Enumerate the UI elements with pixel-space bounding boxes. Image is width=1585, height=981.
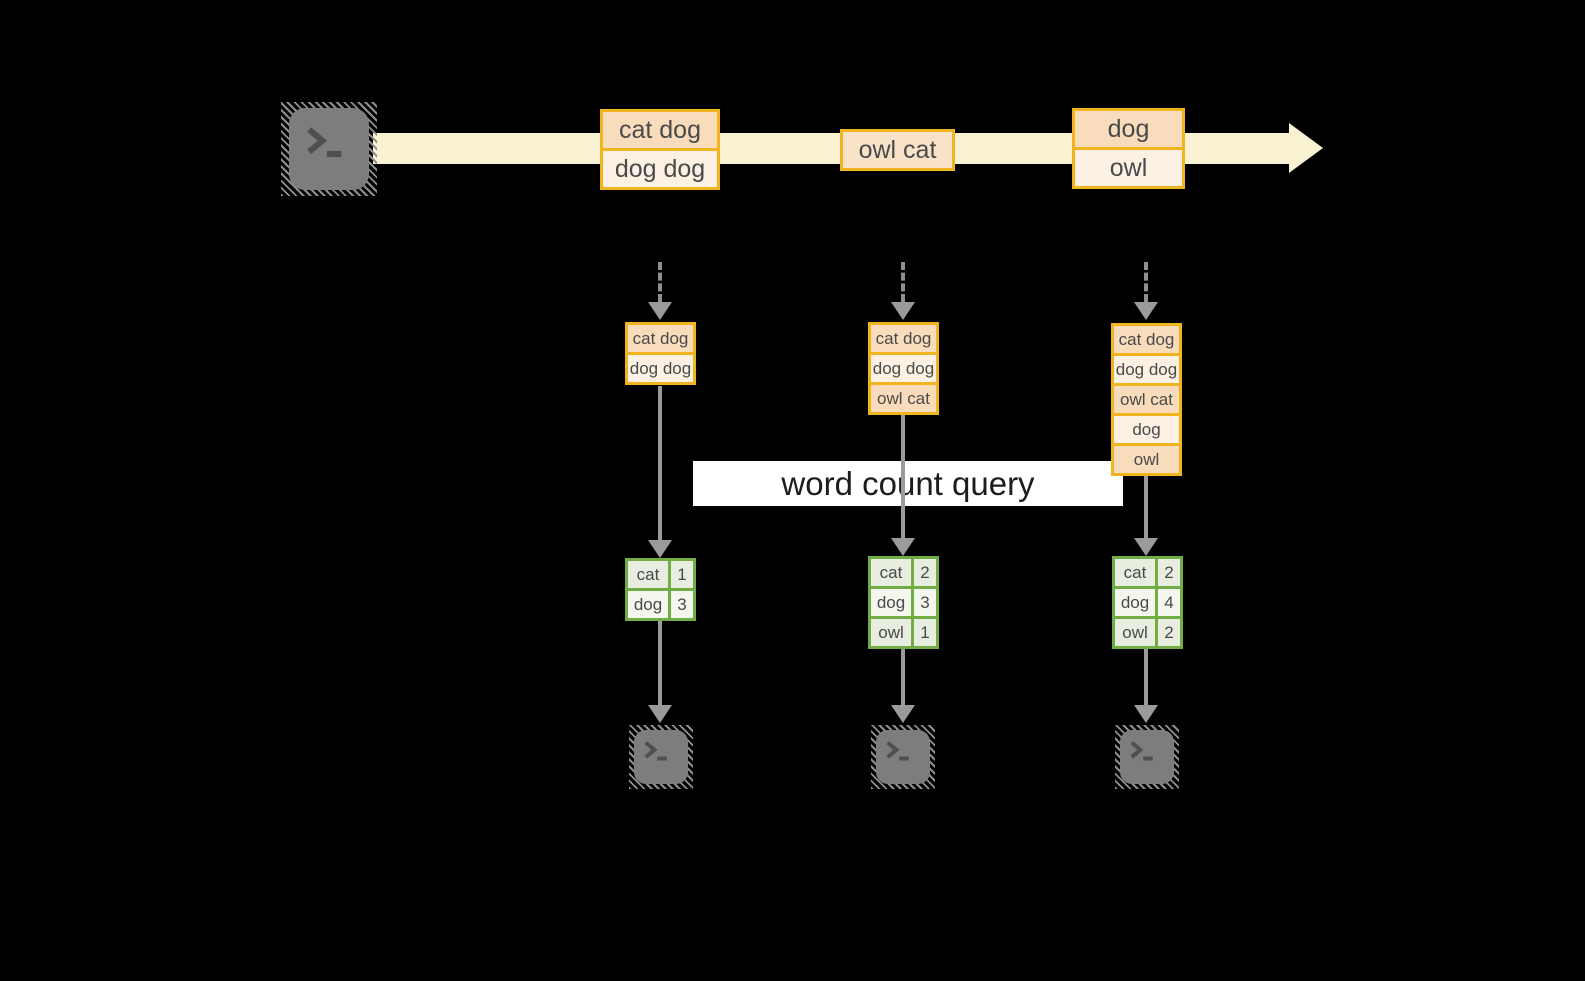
terminal-prompt-icon [307, 127, 342, 158]
arrowhead-icon [1134, 705, 1158, 723]
buffer-cell: owl cat [1114, 386, 1179, 413]
count-row: cat 1 [628, 561, 693, 588]
connector-line [901, 647, 905, 705]
connector-line [901, 413, 905, 538]
connector-line [1144, 474, 1148, 538]
stream-message-box: dog owl [1072, 108, 1185, 189]
message-line: cat dog [603, 112, 717, 148]
terminal-body [876, 730, 930, 784]
arrowhead-icon [648, 705, 672, 723]
buffer-cell: dog dog [1114, 356, 1179, 383]
count-word: dog [1115, 589, 1155, 616]
buffer-cell: cat dog [1114, 326, 1179, 353]
count-word: owl [1115, 619, 1155, 646]
count-row: dog 3 [628, 591, 693, 618]
sink-terminal-icon [1115, 725, 1179, 789]
stream-message-box: owl cat [840, 129, 955, 171]
message-buffer-stack: cat dog dog dog owl cat [868, 322, 939, 415]
message-line: owl [1075, 150, 1182, 186]
count-row: cat 2 [1115, 559, 1180, 586]
connector-line [1144, 647, 1148, 705]
count-value: 1 [914, 619, 936, 646]
dashed-arrowhead-icon [1134, 302, 1158, 320]
query-label-text: word count query [781, 464, 1035, 502]
dashed-arrow-line [1144, 262, 1148, 302]
arrowhead-icon [891, 538, 915, 556]
terminal-prompt-icon [644, 741, 667, 761]
message-line: dog dog [603, 151, 717, 187]
count-value: 2 [1158, 559, 1180, 586]
dashed-arrowhead-icon [891, 302, 915, 320]
count-word: cat [871, 559, 911, 586]
buffer-cell: owl [1114, 446, 1179, 473]
count-word: dog [628, 591, 668, 618]
terminal-prompt-icon [1130, 741, 1153, 761]
count-table: cat 1 dog 3 [625, 558, 696, 621]
buffer-cell: cat dog [628, 325, 693, 352]
count-value: 2 [914, 559, 936, 586]
buffer-cell: dog dog [871, 355, 936, 382]
buffer-cell: dog dog [628, 355, 693, 382]
count-value: 1 [671, 561, 693, 588]
connector-line [658, 619, 662, 705]
count-table: cat 2 dog 4 owl 2 [1112, 556, 1183, 649]
count-row: owl 2 [1115, 619, 1180, 646]
terminal-body [1120, 730, 1174, 784]
stream-message-box: cat dog dog dog [600, 109, 720, 190]
count-value: 3 [671, 591, 693, 618]
count-row: cat 2 [871, 559, 936, 586]
count-table: cat 2 dog 3 owl 1 [868, 556, 939, 649]
sink-terminal-icon [629, 725, 693, 789]
count-value: 3 [914, 589, 936, 616]
message-line: owl cat [843, 132, 952, 168]
count-row: dog 4 [1115, 589, 1180, 616]
count-word: dog [871, 589, 911, 616]
message-line: dog [1075, 111, 1182, 147]
count-word: cat [1115, 559, 1155, 586]
count-row: dog 3 [871, 589, 936, 616]
terminal-body [289, 108, 369, 190]
dashed-arrow-line [658, 262, 662, 302]
terminal-prompt-icon [886, 741, 909, 761]
count-word: cat [628, 561, 668, 588]
arrowhead-icon [1134, 538, 1158, 556]
stream-arrowhead-icon [1289, 123, 1323, 173]
arrowhead-icon [648, 540, 672, 558]
dashed-arrow-line [901, 262, 905, 302]
connector-line [658, 386, 662, 540]
query-label: word count query [693, 461, 1123, 506]
count-value: 2 [1158, 619, 1180, 646]
message-buffer-stack: cat dog dog dog [625, 322, 696, 385]
count-row: owl 1 [871, 619, 936, 646]
terminal-body [634, 730, 688, 784]
buffer-cell: owl cat [871, 385, 936, 412]
sink-terminal-icon [871, 725, 935, 789]
count-value: 4 [1158, 589, 1180, 616]
source-terminal-icon [281, 102, 377, 196]
buffer-cell: dog [1114, 416, 1179, 443]
count-word: owl [871, 619, 911, 646]
buffer-cell: cat dog [871, 325, 936, 352]
dashed-arrowhead-icon [648, 302, 672, 320]
arrowhead-icon [891, 705, 915, 723]
message-buffer-stack: cat dog dog dog owl cat dog owl [1111, 323, 1182, 476]
